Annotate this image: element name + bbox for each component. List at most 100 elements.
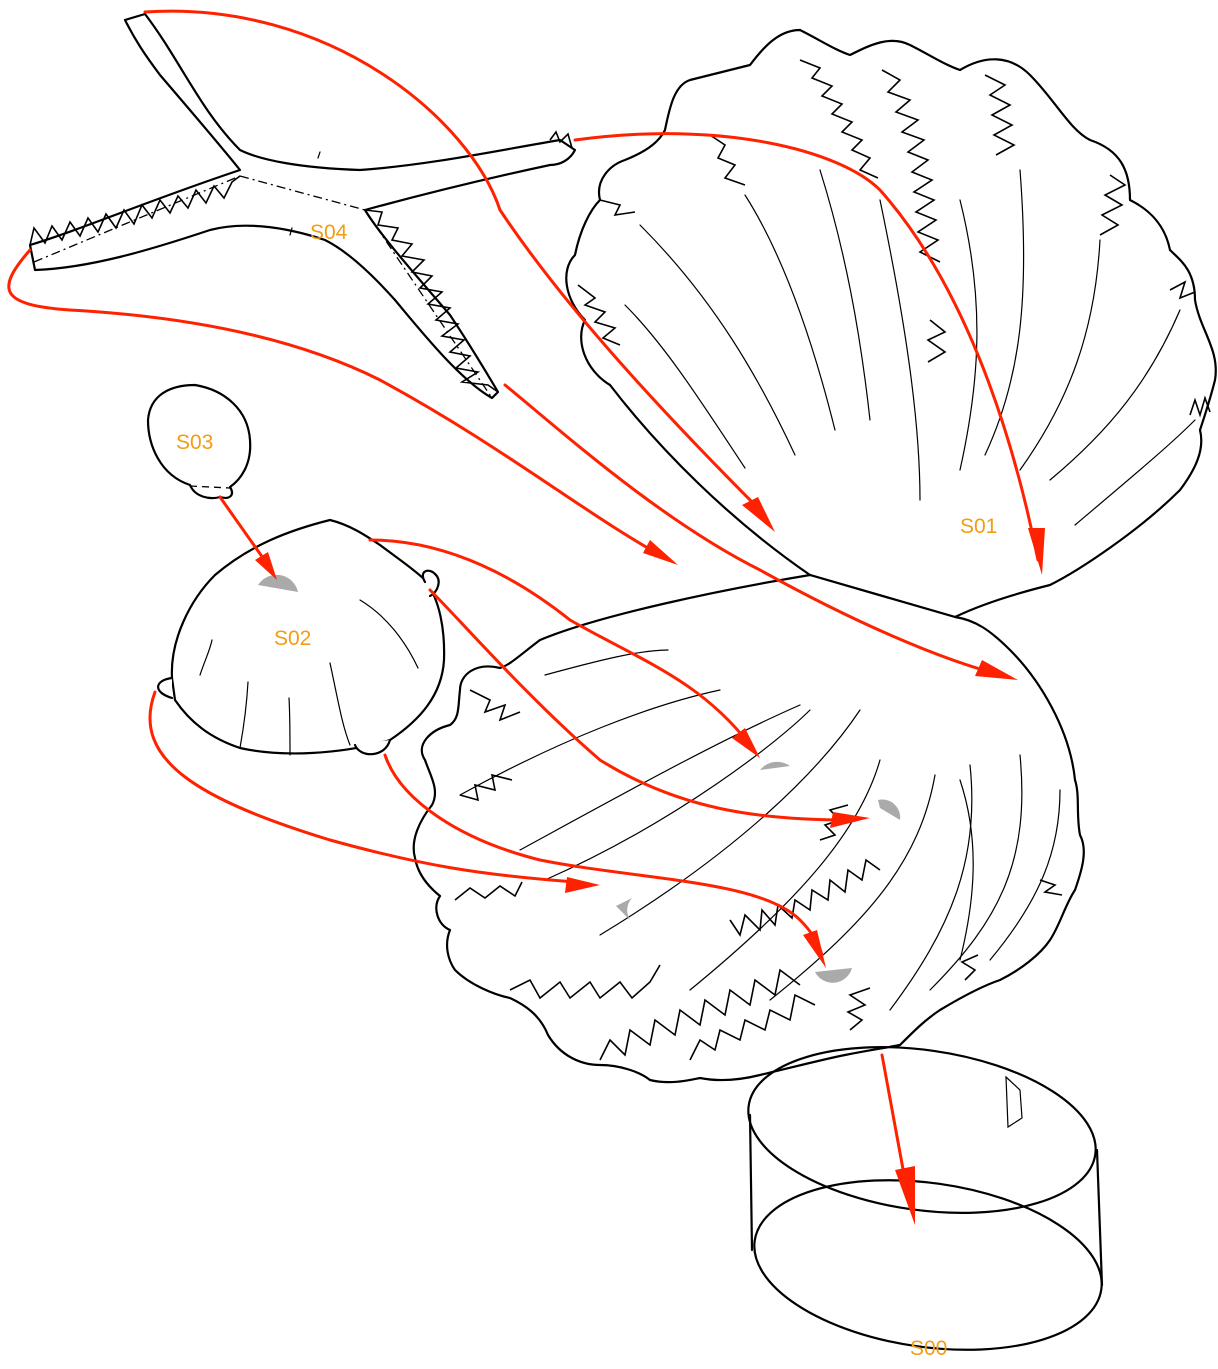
s00-zigzag <box>689 993 816 1061</box>
s01-zigzag <box>926 319 947 363</box>
s01-zigzag <box>709 134 746 186</box>
red-arrow-icon <box>148 690 577 884</box>
s04-teeth <box>364 209 499 393</box>
s00-rib <box>889 764 973 1011</box>
red-arrow-icon <box>143 9 767 517</box>
s00-rib <box>989 789 1061 961</box>
red-arrow-head <box>975 660 1018 680</box>
part-s00-shell <box>412 573 1085 1084</box>
s01-rib <box>744 194 836 431</box>
band-side-left <box>748 1113 754 1252</box>
s00-zigzag <box>469 689 521 722</box>
s00-rib <box>459 689 721 796</box>
part-s02-cap: S02 <box>157 518 446 756</box>
s01-zigzag <box>1189 395 1211 418</box>
s04-outline <box>28 12 577 400</box>
s00-zigzag <box>599 968 801 1061</box>
attach-markers <box>258 574 901 983</box>
red-arrow-icon <box>7 248 662 557</box>
half-disc-icon <box>760 761 790 770</box>
s01-rib <box>1019 239 1101 471</box>
s01-rib <box>639 224 796 456</box>
band-bottom-ellipse <box>753 1179 1103 1351</box>
s00-zigzag <box>1039 879 1063 896</box>
s01-zigzag <box>799 59 879 179</box>
red-arrow-icon <box>880 1053 907 1182</box>
s00-rib <box>689 759 881 991</box>
s04-fold <box>239 175 366 211</box>
part-s04-tail: S04 <box>28 12 577 400</box>
s01-rib <box>819 169 871 421</box>
red-arrow-icon <box>573 132 1040 562</box>
s03-fold <box>189 485 231 489</box>
part-label-s02: S02 <box>274 627 311 650</box>
part-s03-tab: S03 <box>146 383 252 500</box>
s04-rib <box>289 227 293 236</box>
s02-rib <box>288 697 291 756</box>
half-disc-icon <box>878 799 901 820</box>
part-label-s04: S04 <box>310 221 348 244</box>
s00-rib <box>544 649 669 676</box>
s01-rib <box>1049 309 1181 481</box>
part-label-s00: S00 <box>910 1337 947 1360</box>
s00-shell-outline <box>412 573 1085 1084</box>
half-disc-icon <box>258 574 298 592</box>
s04-teeth <box>549 130 573 149</box>
red-arrow-head <box>565 877 600 893</box>
red-arrow-head <box>803 930 826 968</box>
half-disc-icon <box>616 898 632 920</box>
part-s01-shell: S01 <box>565 28 1217 619</box>
s01-rib <box>959 199 978 471</box>
s01-zigzag <box>1169 280 1196 300</box>
s02-tab <box>421 569 440 598</box>
red-arrow-icon <box>428 588 852 822</box>
part-s00-band: S00 <box>747 1046 1104 1360</box>
s00-rib <box>544 709 811 881</box>
s01-zigzag <box>881 69 941 263</box>
s02-rib <box>199 639 213 676</box>
s01-rib <box>879 199 921 501</box>
red-arrow-head <box>732 728 760 758</box>
s00-rib <box>959 779 974 961</box>
s00-zigzag <box>509 964 661 1000</box>
s01-rib <box>1074 419 1196 526</box>
red-arrow-head <box>255 552 277 580</box>
s01-zigzag <box>1099 174 1127 236</box>
s00-zigzag <box>846 987 871 1031</box>
s00-zigzag <box>454 881 523 901</box>
band-tab <box>1005 1075 1023 1129</box>
s02-tab <box>157 676 174 700</box>
red-arrow-icon <box>503 383 1007 678</box>
s02-rib <box>239 681 249 749</box>
band-side-right <box>1095 1148 1104 1287</box>
s00-zigzag <box>729 858 881 937</box>
s04-rib <box>317 151 321 159</box>
s01-zigzag <box>984 74 1016 156</box>
s01-rib <box>624 304 746 469</box>
s00-zigzag <box>960 954 979 981</box>
s00-rib <box>929 754 1023 991</box>
s01-rib <box>984 169 1025 456</box>
s02-tab <box>353 738 392 756</box>
red-arrow-head <box>742 497 775 532</box>
fold-line <box>809 574 956 618</box>
red-arrow-head <box>1028 528 1045 575</box>
s01-zigzag <box>577 284 621 346</box>
connection-arrows <box>7 9 1045 1225</box>
s02-rib <box>359 599 419 669</box>
red-arrow-icon <box>368 538 752 747</box>
red-arrow-head <box>895 1166 915 1225</box>
part-label-s03: S03 <box>176 431 213 454</box>
s00-rib <box>599 709 861 936</box>
s01-outline <box>565 28 1217 619</box>
red-arrow-icon <box>383 753 824 957</box>
s00-zigzag <box>459 773 513 802</box>
s00-rib <box>769 774 936 1001</box>
half-disc-icon <box>815 968 852 983</box>
s02-rib <box>329 662 351 746</box>
s01-zigzag <box>599 199 636 217</box>
red-arrow-head <box>643 540 678 565</box>
part-label-s01: S01 <box>960 515 997 538</box>
s04-teeth <box>29 175 241 246</box>
